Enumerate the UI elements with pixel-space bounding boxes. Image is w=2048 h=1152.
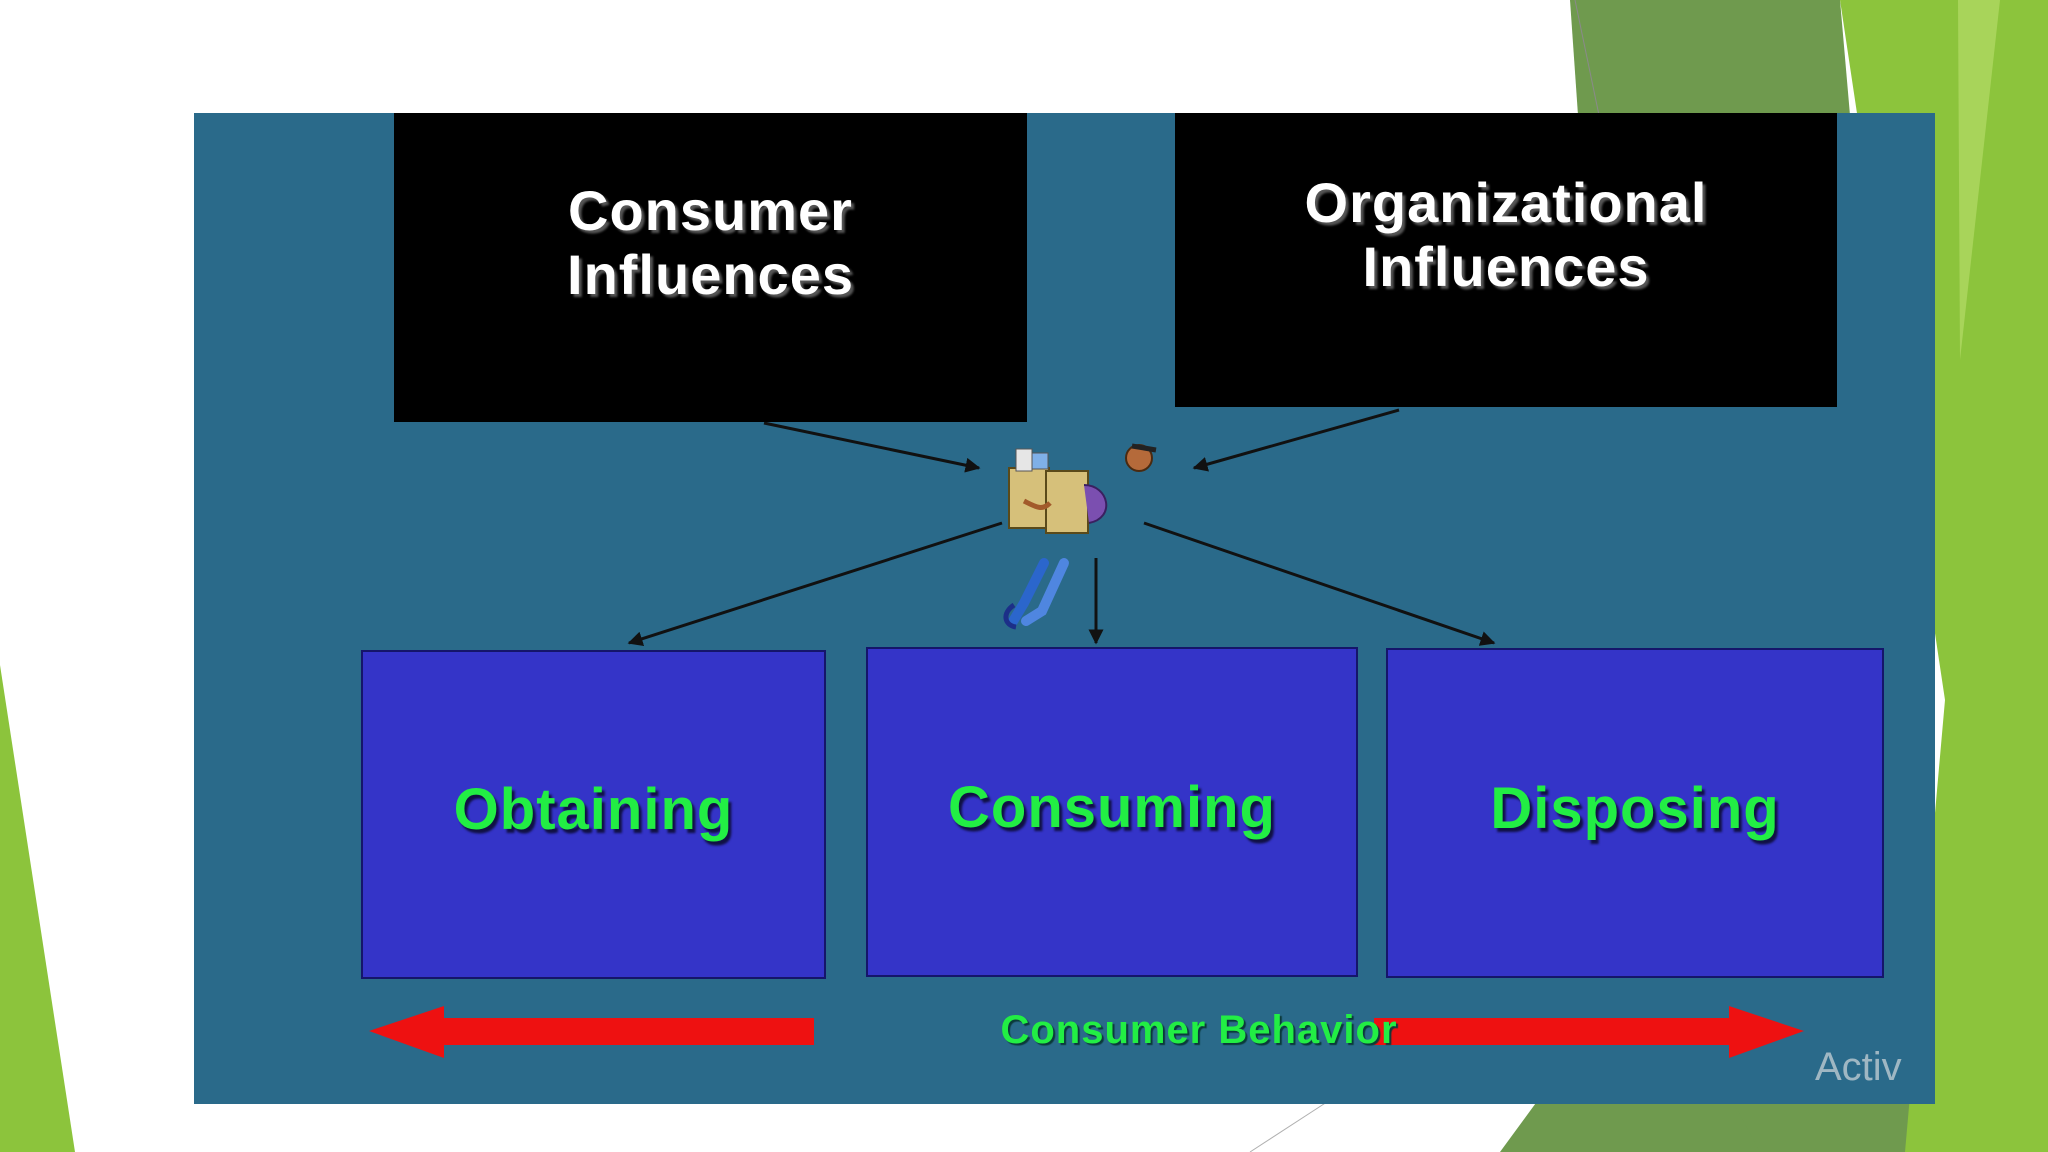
organizational-influences-line2: Influences <box>1362 235 1650 298</box>
arrow-consumer-to-shopper <box>763 421 981 473</box>
obtaining-label: Obtaining <box>453 777 734 842</box>
consuming-label: Consuming <box>948 774 1276 840</box>
disposing-box: Disposing <box>1386 648 1884 978</box>
organizational-influences-box: Organizational Influences <box>1175 113 1837 407</box>
consuming-box: Consuming <box>866 647 1358 977</box>
green-shape-top-right-highlight <box>1958 0 2000 360</box>
red-arrow-right <box>1374 1006 1804 1058</box>
consumer-behavior-label: Consumer Behavior <box>1000 1008 1398 1052</box>
arrow-organizational-to-shopper <box>1192 408 1400 472</box>
red-arrow-left <box>369 1006 814 1058</box>
diagram-panel: Consumer Influences Organizational Influ… <box>194 113 1935 1104</box>
organizational-influences-line1: Organizational <box>1304 171 1708 234</box>
thin-line-bottom <box>1249 1099 1331 1152</box>
arrow-shopper-to-disposing <box>1143 521 1496 646</box>
behavior-arrows <box>369 1006 1804 1058</box>
consumer-influences-line2: Influences <box>567 242 854 306</box>
green-shape-bottom-left <box>0 665 75 1152</box>
activation-watermark: Activ <box>1815 1045 1902 1089</box>
shopper-carrying-bags-icon <box>1003 443 1157 630</box>
obtaining-box: Obtaining <box>361 650 826 979</box>
consumer-influences-box: Consumer Influences <box>394 113 1027 422</box>
consumer-influences-line1: Consumer <box>568 178 853 242</box>
arrow-shopper-to-obtaining <box>627 521 1003 647</box>
diagram-connectors <box>627 408 1496 647</box>
disposing-label: Disposing <box>1490 775 1780 841</box>
thin-line-top <box>1574 0 1601 121</box>
